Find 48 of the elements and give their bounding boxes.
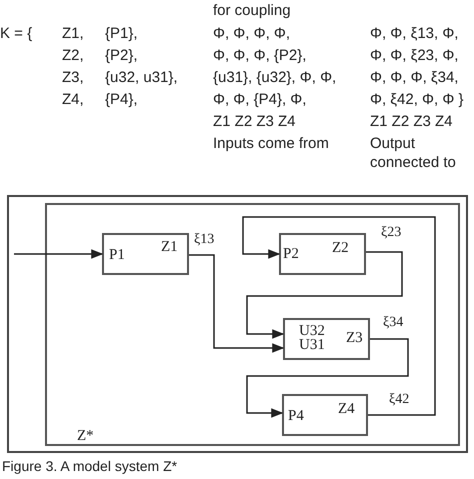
arrow xyxy=(246,251,403,339)
port-label: Z3 xyxy=(346,331,363,346)
formula-text: Φ, Φ, Φ, {P2}, xyxy=(213,47,306,66)
formula-text: Φ, Φ, Φ, ξ34, xyxy=(370,69,460,88)
port-label: U31 xyxy=(299,338,325,353)
port-label: Z2 xyxy=(332,241,349,256)
formula-text: Φ, Φ, ξ13, Φ, xyxy=(370,25,460,44)
formula-text: {u31}, {u32}, Φ, Φ, xyxy=(213,69,336,88)
system-label: Z* xyxy=(77,429,94,444)
formula-text: Z1, xyxy=(62,25,84,44)
arrow xyxy=(242,216,436,416)
port-label: Z4 xyxy=(338,402,355,417)
formula-text: {P2}, xyxy=(105,47,138,66)
port-label: Z1 xyxy=(161,240,178,255)
formula-text: Φ, Φ, Φ, Φ, xyxy=(213,25,290,44)
formula-text: Φ, Φ, {P4}, Φ, xyxy=(213,91,306,110)
port-label: P4 xyxy=(288,409,304,424)
formula-text: Z2, xyxy=(62,47,84,66)
formula-text: Z1 Z2 Z3 Z4 xyxy=(370,113,454,132)
formula-text: {P4}, xyxy=(105,91,138,110)
arrow xyxy=(14,249,104,259)
formula-text: K = { xyxy=(0,25,32,44)
formula-text: Φ, Φ, ξ23, Φ, xyxy=(370,47,460,66)
edge-label: ξ42 xyxy=(388,393,410,407)
formula-text: {u32, u31}, xyxy=(105,69,178,88)
arrow xyxy=(246,338,409,418)
formula-text: Z4, xyxy=(62,91,84,110)
formula-text: Inputs come from xyxy=(213,135,329,154)
port-label: P2 xyxy=(283,247,299,262)
formula-text: for coupling xyxy=(213,2,291,21)
formula-text: {P1}, xyxy=(105,25,138,44)
port-label: P1 xyxy=(109,248,125,263)
formula-text: Output connected to xyxy=(370,135,457,172)
edge-label: ξ23 xyxy=(380,226,402,240)
formula-text: Φ, ξ42, Φ, Φ } xyxy=(370,91,464,110)
process-box xyxy=(102,233,189,275)
edge-label: ξ34 xyxy=(382,316,404,330)
process-box xyxy=(282,394,368,436)
frame-box xyxy=(7,195,468,453)
arrow xyxy=(189,254,284,353)
process-box xyxy=(283,318,370,360)
process-box xyxy=(279,233,366,275)
frame-box xyxy=(45,203,460,446)
formula-text: Z1 Z2 Z3 Z4 xyxy=(213,113,296,132)
port-label: U32 xyxy=(299,324,325,339)
edge-label: ξ13 xyxy=(193,233,216,247)
formula-text: Z3, xyxy=(62,69,84,88)
figure-caption: Figure 3. A model system Z* xyxy=(2,458,178,476)
